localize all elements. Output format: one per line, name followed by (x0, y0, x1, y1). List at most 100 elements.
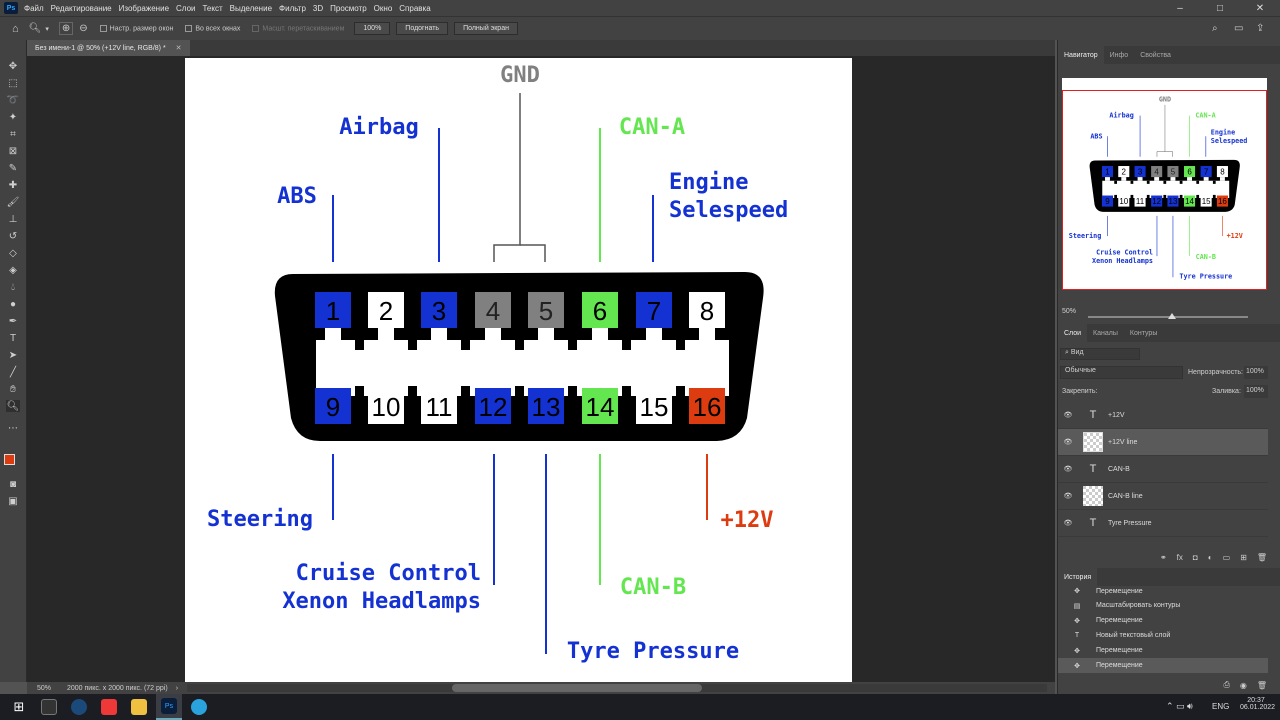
eye-icon[interactable]: 👁︎ (1063, 412, 1073, 419)
stamp-tool-icon[interactable]: ⊥ (8, 213, 18, 225)
camera-icon[interactable]: ◉ (1239, 680, 1247, 690)
tab-navigator[interactable]: Навигатор (1058, 46, 1104, 64)
tab-properties[interactable]: Свойства (1140, 51, 1171, 59)
zoom-tool-icon[interactable]: 🔍︎ (6, 400, 20, 412)
scrubby-zoom-option[interactable]: Масшт. перетаскиванием (252, 24, 344, 32)
healing-brush-icon[interactable]: ✚ (8, 179, 18, 191)
photoshop-taskbar-icon[interactable]: Ps (156, 694, 182, 720)
menu-3d[interactable]: 3D (312, 3, 324, 13)
minimize-icon[interactable]: – (1177, 2, 1183, 14)
tab-paths[interactable]: Контуры (1129, 329, 1158, 337)
zoom-100-button[interactable]: 100% (354, 22, 391, 35)
close-tab-icon[interactable]: ✕ (175, 45, 182, 52)
tab-layers[interactable]: Слои (1058, 324, 1088, 342)
chevron-down-icon[interactable]: ▾ (45, 25, 49, 33)
eye-icon[interactable]: 👁︎ (1063, 439, 1073, 446)
navigator-zoom[interactable]: 50% (1062, 308, 1077, 315)
menu-type[interactable]: Текст (202, 3, 223, 13)
zoom-in-icon[interactable]: ⊕ (58, 22, 74, 35)
mask-icon[interactable]: ◘ (1192, 552, 1198, 562)
magic-wand-icon[interactable]: ✦ (8, 111, 18, 123)
menu-select[interactable]: Выделение (229, 3, 273, 13)
history-brush-icon[interactable]: ↺ (8, 230, 18, 242)
workspace-icon[interactable]: ▭ (1234, 23, 1244, 34)
blend-mode-select[interactable]: Обычные (1060, 366, 1183, 379)
screen-mode-icon[interactable]: ▣ (8, 495, 18, 507)
eraser-icon[interactable]: ◇ (9, 247, 17, 259)
eye-icon[interactable]: 👁︎ (1063, 493, 1073, 500)
all-windows-option[interactable]: Во всех окнах (185, 24, 240, 32)
brush-tool-icon[interactable]: 🖌︎ (6, 196, 20, 208)
zoom-level[interactable]: 50% (37, 684, 52, 692)
crop-tool-icon[interactable]: ⌗ (10, 128, 16, 140)
opacity-input[interactable]: 100% (1244, 366, 1268, 379)
layer-filter-select[interactable]: ⌕ Вид (1060, 348, 1140, 360)
resize-windows-option[interactable]: Настр. размер окон (99, 24, 173, 32)
zoom-out-icon[interactable]: ⊖ (79, 23, 88, 34)
scrollbar-thumb[interactable] (452, 684, 702, 692)
telegram-icon[interactable] (186, 694, 212, 720)
history-item[interactable]: ✥Перемещение (1058, 658, 1268, 673)
dodge-tool-icon[interactable]: ● (9, 298, 17, 310)
fill-input[interactable]: 100% (1244, 385, 1268, 398)
hand-tool-icon[interactable]: ✋︎ (10, 383, 16, 395)
navigator-zoom-slider[interactable] (1088, 313, 1248, 319)
path-selection-icon[interactable]: ➤ (8, 349, 18, 361)
home-icon[interactable]: ⌂ (12, 22, 19, 35)
blur-tool-icon[interactable]: 💧︎ (11, 281, 15, 293)
menu-help[interactable]: Справка (399, 3, 431, 13)
menu-window[interactable]: Окно (373, 3, 393, 13)
tray-icons[interactable]: ⌃ ▭ 🔊︎ (1166, 701, 1193, 711)
search-icon[interactable]: ⌕ (1212, 23, 1218, 34)
tab-info[interactable]: Инфо (1109, 51, 1129, 59)
history-item[interactable]: ✥Перемещение (1058, 586, 1268, 596)
eye-icon[interactable]: 👁︎ (1063, 466, 1073, 473)
type-tool-icon[interactable]: T (9, 332, 17, 344)
trash-icon[interactable]: 🗑︎ (1256, 552, 1267, 562)
menu-image[interactable]: Изображение (118, 3, 170, 13)
menu-layers[interactable]: Слои (176, 3, 196, 13)
chevron-right-icon[interactable]: › (175, 684, 179, 692)
taskbar-app-icon[interactable] (36, 694, 62, 720)
slider-thumb-icon[interactable] (1168, 313, 1176, 319)
file-explorer-icon[interactable] (126, 694, 152, 720)
folder-icon[interactable]: ▭ (1222, 552, 1231, 562)
clock[interactable]: 20:37 06.01.2022 (1240, 697, 1275, 711)
menu-filter[interactable]: Фильтр (279, 3, 306, 13)
language-indicator[interactable]: ENG (1212, 702, 1230, 711)
steam-icon[interactable] (66, 694, 92, 720)
quick-mask-icon[interactable]: ◙ (9, 478, 17, 490)
menu-edit[interactable]: Редактирование (50, 3, 112, 13)
menu-view[interactable]: Просмотр (330, 3, 367, 13)
trash-icon[interactable]: 🗑︎ (1256, 680, 1267, 690)
link-icon[interactable]: ⚭ (1159, 552, 1167, 562)
layer-row[interactable]: 👁︎CAN-B line (1058, 483, 1268, 510)
layer-row[interactable]: 👁︎T+12V (1058, 402, 1268, 429)
tab-history[interactable]: История (1058, 568, 1098, 586)
lasso-tool-icon[interactable]: ➰ (6, 94, 20, 106)
snapshot-icon[interactable]: ⎙ (1223, 680, 1230, 689)
move-tool-icon[interactable]: ✥ (8, 60, 18, 72)
maximize-icon[interactable]: □ (1216, 2, 1224, 14)
history-item[interactable]: ▤Масштабировать контуры (1058, 598, 1268, 613)
pen-tool-icon[interactable]: ✒ (8, 315, 18, 327)
menu-file[interactable]: Файл (24, 3, 44, 13)
foreground-color-swatch[interactable] (4, 454, 15, 465)
history-item[interactable]: ✥Перемещение (1058, 613, 1268, 628)
windows-start-icon[interactable]: ⊞ (13, 699, 25, 714)
document-tab[interactable]: Без имени-1 @ 50% (+12V line, RGB/8) *✕ (27, 40, 190, 56)
paint-bucket-icon[interactable]: ◈ (9, 264, 17, 276)
eye-icon[interactable]: 👁︎ (1063, 520, 1073, 527)
eyedropper-icon[interactable]: ✎ (8, 162, 18, 174)
share-icon[interactable]: ⇪ (1256, 23, 1265, 34)
vivaldi-icon[interactable] (96, 694, 122, 720)
fill-screen-button[interactable]: Полный экран (454, 22, 518, 35)
horizontal-scrollbar[interactable] (187, 684, 1047, 692)
fx-icon[interactable]: fx (1176, 552, 1183, 562)
tab-channels[interactable]: Каналы (1093, 329, 1118, 337)
